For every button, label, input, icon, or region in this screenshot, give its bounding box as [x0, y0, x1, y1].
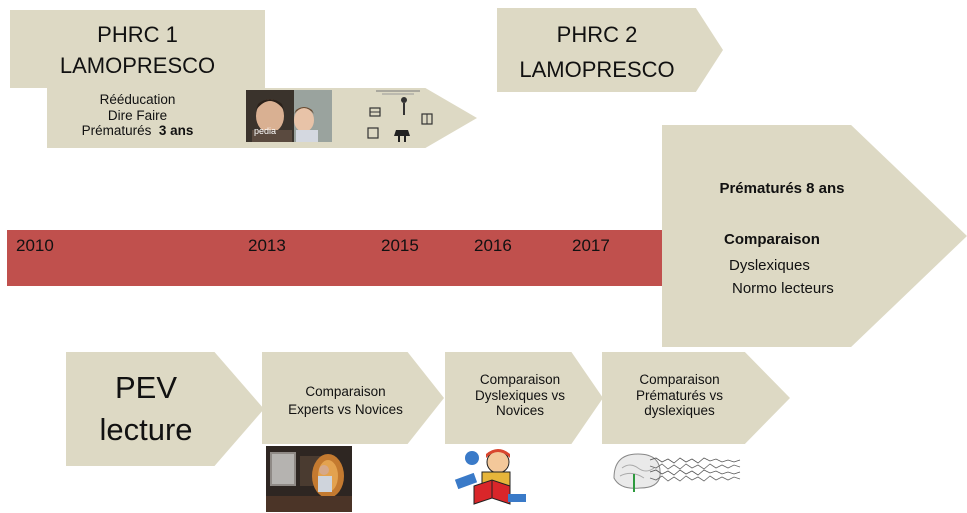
reading-child-drawing [454, 449, 526, 505]
big-arrow-item1: Dyslexiques [729, 257, 810, 274]
phrc1-detail-line3-b: 3 ans [158, 123, 194, 139]
comp1-arrow [262, 352, 444, 444]
comp3-line2: Prématurés vs [635, 387, 724, 403]
phrc1-title: PHRC 1 LAMOPRESCO [10, 22, 265, 79]
pev-arrow [66, 352, 264, 466]
phrc1-detail-line3-a: Prématurés [81, 123, 152, 139]
phrc2-title-line1: PHRC 2 [556, 22, 638, 47]
year-2013: 2013 [248, 236, 286, 255]
comp3-arrow [602, 352, 790, 444]
phrc1-detail-line2: Dire Faire [107, 107, 168, 123]
comp2-line1: Comparaison [479, 372, 561, 387]
comp3-line1: Comparaison [639, 372, 720, 387]
comp2-line3: Novices [495, 403, 544, 419]
year-2017: 2017 [572, 236, 610, 255]
video-still-drawing [246, 90, 332, 142]
pev-label-line1: PEV [114, 370, 178, 405]
year-2010: 2010 [16, 236, 54, 255]
big-arrow-title: Prématurés 8 ans [719, 180, 845, 197]
phrc1-detail-line3: Prématurés 3 ans [50, 123, 225, 139]
comp3-text: Comparaison Prématurés vs dyslexiques [612, 372, 747, 419]
phrc2-title-line2: LAMOPRESCO [519, 57, 675, 83]
phrc2-title: PHRC 2 LAMOPRESCO [497, 22, 697, 83]
comp1-line1: Comparaison [305, 384, 386, 399]
studio-photo-image [266, 446, 352, 512]
pev-label: PEV lecture [66, 370, 226, 447]
studio-photo-drawing [266, 446, 352, 512]
big-arrow-item2: Normo lecteurs [732, 280, 834, 297]
phrc1-detail-line1: Rééducation [99, 92, 176, 107]
comp2-text: Comparaison Dyslexiques vs Novices [455, 372, 585, 419]
brain-eeg-image [610, 448, 746, 494]
comp2-line2: Dyslexiques vs [474, 387, 566, 403]
phrc1-title-line1: PHRC 1 [97, 22, 178, 47]
comp1-text: Comparaison Experts vs Novices [268, 384, 423, 417]
reading-child-image [452, 446, 532, 510]
year-2016: 2016 [474, 236, 512, 255]
phrc1-detail-text: Rééducation Dire Faire Prématurés 3 ans [50, 92, 225, 139]
pev-label-line2: lecture [99, 411, 193, 447]
pictograms-image [358, 88, 438, 144]
pictograms-drawing [367, 90, 433, 142]
video-still-image: pedia [246, 90, 332, 142]
video-still-caption: pedia [254, 126, 277, 136]
phrc2-arrow [497, 8, 723, 92]
brain-eeg-drawing [613, 453, 741, 492]
big-arrow-heading: Comparaison [724, 231, 820, 248]
year-2015: 2015 [381, 236, 419, 255]
comp1-line2: Experts vs Novices [288, 401, 403, 417]
timeline-bar [7, 230, 679, 286]
phrc1-box [10, 10, 265, 88]
comp2-arrow [445, 352, 603, 444]
comp3-line3: dyslexiques [644, 403, 715, 419]
phrc1-title-line2: LAMOPRESCO [59, 53, 216, 79]
